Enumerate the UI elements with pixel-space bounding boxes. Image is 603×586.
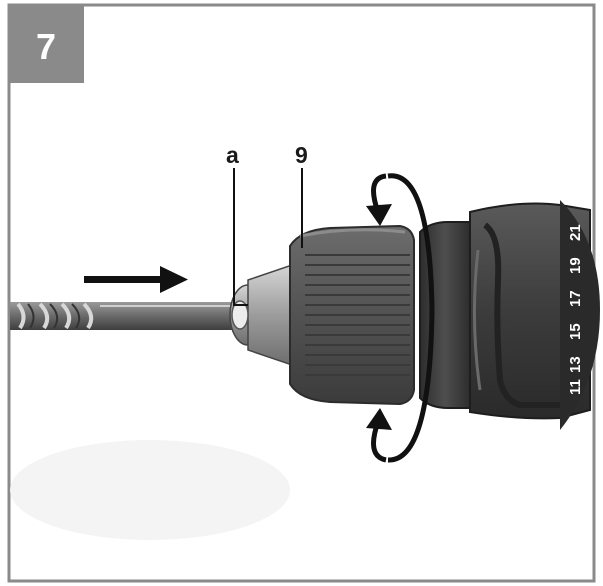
rotate-arrow-top-icon [366, 173, 435, 311]
torque-value: 21 [567, 224, 584, 241]
chuck-sleeve [289, 224, 415, 406]
callout-a-label: a [226, 142, 239, 168]
torque-value: 13 [567, 356, 584, 373]
rotate-arrow-bottom-icon [366, 309, 435, 463]
torque-value: 17 [567, 290, 584, 307]
chuck-nose [229, 263, 293, 367]
figure-number: 7 [36, 26, 57, 67]
torque-value: 19 [567, 257, 584, 274]
callout-a-leader [233, 168, 248, 306]
torque-value: 11 [567, 379, 584, 395]
callout-9-label: 9 [295, 142, 308, 168]
background-shade [10, 440, 290, 540]
torque-scale: 11 13 15 17 19 21 [567, 224, 584, 395]
push-direction-arrow-icon [84, 266, 188, 293]
torque-value: 15 [567, 323, 584, 340]
figure-number-badge: 7 [8, 5, 84, 83]
drill-bit [10, 302, 232, 330]
